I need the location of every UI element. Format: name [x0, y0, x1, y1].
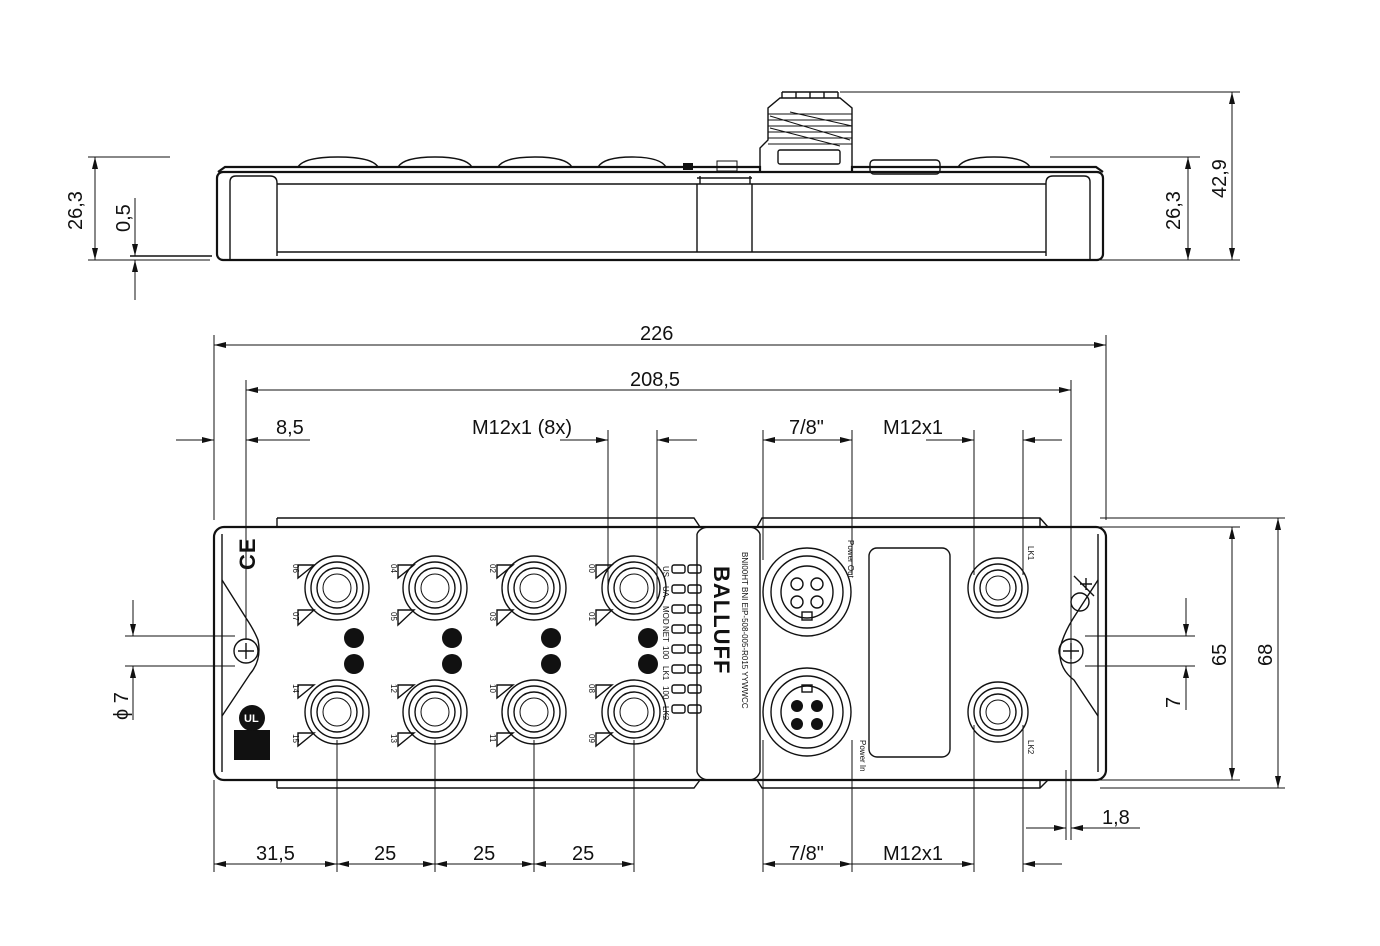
dim-lk-top: M12x1 — [883, 417, 943, 439]
led-labels: US UA MOD NET 100 LK1 100 LK2 — [661, 566, 670, 721]
dim-port-pitch-1: 25 — [374, 843, 396, 865]
led-label: LK2 — [661, 706, 670, 721]
dim-width-inner: 65 — [1209, 644, 1231, 666]
port-label: 07 — [291, 612, 300, 621]
side-view — [130, 91, 1105, 262]
port-label: 13 — [389, 734, 398, 743]
port-label: 11 — [488, 734, 497, 743]
dim-port-first: 31,5 — [256, 843, 295, 865]
dim-top-total-height: 42,9 — [1209, 159, 1231, 198]
port-label: 06 — [291, 564, 300, 573]
lk1-socket — [967, 557, 1029, 619]
led-label: 100 — [661, 686, 670, 700]
m12-socket-bottom-1 — [304, 679, 370, 745]
brand-logo: BALLUFF — [709, 566, 734, 674]
port-label: 00 — [587, 564, 596, 573]
dim-m12-ports: M12x1 (8x) — [472, 417, 572, 439]
m12-socket-top-3 — [501, 555, 567, 621]
power-out-socket — [762, 547, 852, 637]
ul-mark-text: UL — [244, 713, 259, 725]
dimension-lines — [88, 91, 1285, 872]
mount-hole-left — [233, 638, 259, 664]
dim-width-outer: 68 — [1255, 644, 1277, 666]
port-label: 09 — [587, 734, 596, 743]
lk1-label: LK1 — [1026, 546, 1035, 561]
dim-lk-bottom: M12x1 — [883, 843, 943, 865]
led-label: MOD — [661, 606, 670, 625]
dim-top-height-left: 26,3 — [65, 191, 87, 230]
ground-icon — [1070, 575, 1095, 612]
m12-socket-bottom-4 — [601, 679, 667, 745]
dim-hole-spacing: 208,5 — [630, 369, 680, 391]
led-label: 100 — [661, 646, 670, 660]
port-label: 14 — [291, 684, 300, 693]
led-label: US — [661, 566, 670, 577]
dim-edge-offset: 1,8 — [1102, 807, 1130, 829]
dim-hole-diameter: ϕ 7 — [111, 692, 133, 720]
port-label: 04 — [389, 564, 398, 573]
port-label: 03 — [488, 612, 497, 621]
port-label: 15 — [291, 734, 300, 743]
led-label: NET — [661, 626, 670, 642]
led-label: LK1 — [661, 666, 670, 681]
port-label: 12 — [389, 684, 398, 693]
port-labels: 06 07 04 05 02 03 00 01 14 15 12 13 10 1… — [291, 564, 596, 743]
power-in-socket — [762, 667, 852, 757]
port-label: 01 — [587, 612, 596, 621]
ce-mark: CE — [235, 537, 260, 570]
dim-hole-offset: 8,5 — [276, 417, 304, 439]
dim-power-out: 7/8" — [789, 417, 824, 439]
dim-port-pitch-3: 25 — [572, 843, 594, 865]
power-in-label: Power In — [858, 740, 867, 772]
dim-power-in: 7/8" — [789, 843, 824, 865]
lk2-label: LK2 — [1026, 740, 1035, 755]
model-line: BNI00HT BNI EIP-508-005-R015 YYWWCC — [740, 552, 749, 709]
m12-socket-top-4 — [601, 555, 667, 621]
port-label: 08 — [587, 684, 596, 693]
m12-socket-top-1 — [304, 555, 370, 621]
power-out-label: Power Out — [846, 540, 855, 579]
status-leds — [344, 628, 658, 674]
port-label: 05 — [389, 612, 398, 621]
port-label: 02 — [488, 564, 497, 573]
port-label-tags — [297, 564, 614, 748]
dim-top-base-gap: 0,5 — [113, 204, 135, 232]
m12-socket-top-2 — [402, 555, 468, 621]
port-label: 10 — [488, 684, 497, 693]
dim-slot-height: 7 — [1163, 697, 1185, 708]
led-label: UA — [661, 586, 670, 598]
dim-overall-length: 226 — [640, 323, 673, 345]
plan-view — [212, 517, 1108, 789]
m12-socket-bottom-3 — [501, 679, 567, 745]
dim-port-pitch-2: 25 — [473, 843, 495, 865]
display-window — [868, 547, 951, 758]
lk2-socket — [967, 681, 1029, 743]
ul-mark: UL — [234, 705, 270, 760]
dim-top-height-right: 26,3 — [1163, 191, 1185, 230]
led-indicator-strip — [671, 564, 702, 714]
